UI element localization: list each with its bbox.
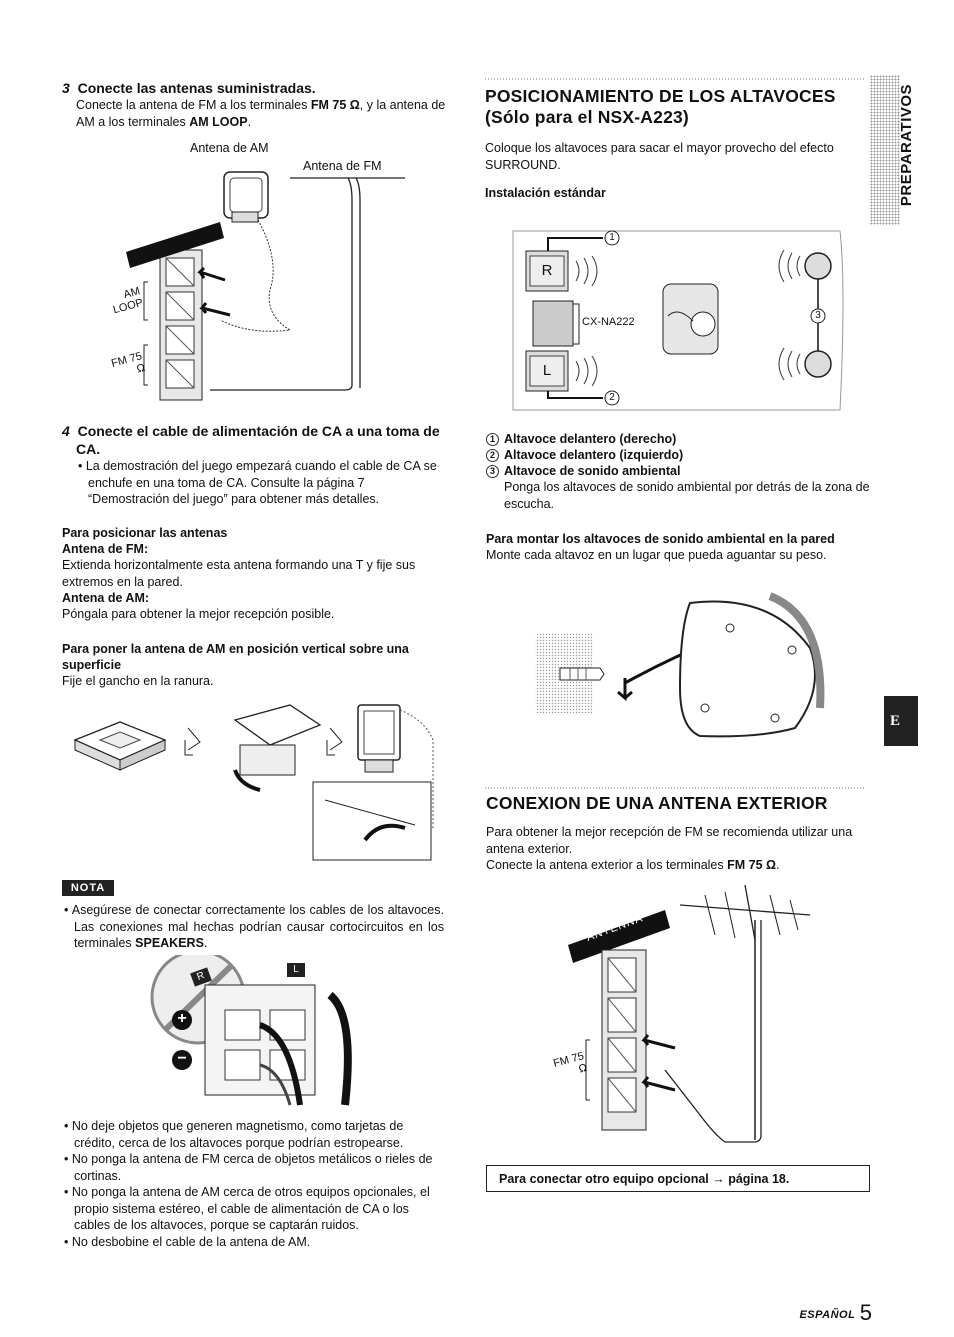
step-3-text: Conecte la antena de FM a los terminales… — [76, 97, 447, 130]
list-item: • No ponga la antena de AM cerca de otro… — [64, 1185, 430, 1232]
subheading: Antena de AM: — [62, 591, 150, 605]
paragraph: Conecte la antena exterior a los termina… — [486, 857, 876, 874]
position-antennas: Para posicionar las antenas Antena de FM… — [62, 525, 447, 623]
text: . — [776, 858, 780, 872]
step-title-text: Conecte las antenas suministradas. — [77, 80, 316, 96]
nota-paragraph: • Asegúrese de conectar correctamente lo… — [62, 902, 444, 952]
step-3-title: 3 Conecte las antenas suministradas. — [62, 79, 447, 97]
step-4-bullet: • La demostración del juego empezará cua… — [78, 459, 437, 506]
speaker-wiring-drawing — [150, 955, 352, 1106]
antenna-connection-figure: Antena de AM Antena de FM ANTENNA AM LOO… — [100, 140, 430, 410]
section-rule — [485, 787, 865, 789]
speaker-layout-figure: 1 2 3 R L CX-NA222 — [508, 226, 848, 412]
legend-item: 1 Altavoce delantero (derecho) — [486, 431, 871, 447]
outdoor-antenna-figure: ANTENNA FM 75 Ω — [540, 880, 830, 1150]
section-title: POSICIONAMIENTO DE LOS ALTAVOCES — [485, 86, 836, 106]
paragraph: Para obtener la mejor recepción de FM se… — [486, 825, 853, 856]
l-speaker-label: L — [542, 362, 552, 379]
legend-item: 3 Altavoce de sonido ambiental — [486, 463, 871, 479]
wall-mount-figure — [535, 592, 825, 738]
l-label: L — [287, 963, 305, 977]
footer-language: ESPAÑOL — [799, 1309, 856, 1321]
text: Conecte la antena de FM a los terminales — [76, 98, 311, 112]
legend-number: 2 — [486, 449, 499, 462]
step-title-text: Conecte el cable de alimentación de CA a… — [76, 423, 440, 457]
vertical-antenna: Para poner la antena de AM en posición v… — [62, 641, 447, 690]
speaker-number: 3 — [815, 310, 821, 321]
speaker-number: 1 — [609, 232, 615, 243]
step-number: 3 — [62, 80, 70, 96]
paragraph: Monte cada altavoz en un lugar que pueda… — [486, 548, 827, 562]
am-antenna-label: Antena de AM — [190, 141, 269, 155]
page-footer: ESPAÑOL 5 — [760, 1300, 872, 1326]
list-item: • No deje objetos que generen magnetismo… — [64, 1119, 404, 1150]
text: Conecte la antena exterior a los termina… — [486, 858, 728, 872]
text: . — [203, 936, 208, 950]
side-tab: PREPARATIVOS — [870, 75, 918, 225]
text: • Asegúrese de conectar correctamente lo… — [64, 903, 444, 950]
paragraph: Fije el gancho en la ranura. — [62, 674, 214, 688]
speaker-number: 2 — [609, 392, 615, 403]
subheading: Para posicionar las antenas — [62, 526, 228, 540]
note-text: Para conectar otro equipo opcional → pág… — [499, 1172, 790, 1186]
nota-badge: NOTA — [62, 880, 114, 896]
text: , y la antena de AM a los terminales — [76, 98, 446, 129]
legend-number: 1 — [486, 433, 499, 446]
wall-mount-section: Para montar los altavoces de sonido ambi… — [486, 531, 871, 564]
r-speaker-label: R — [541, 262, 553, 279]
section-title: CONEXION DE UNA ANTENA EXTERIOR — [486, 793, 828, 813]
step-4-title: 4 Conecte el cable de alimentación de CA… — [62, 422, 447, 458]
am-antenna-assembly-figure — [73, 704, 434, 861]
step-4: 4 Conecte el cable de alimentación de CA… — [62, 422, 447, 508]
step-3: 3 Conecte las antenas suministradas. Con… — [62, 79, 447, 130]
notes-list: • No deje objetos que generen magnetismo… — [62, 1118, 447, 1250]
legend-text: Altavoce delantero (derecho) — [504, 432, 677, 446]
legend-item: 2 Altavoce delantero (izquierdo) — [486, 447, 871, 463]
text-bold: FM 75 Ω — [310, 98, 360, 112]
antenna-connection-drawing — [126, 171, 405, 401]
page-number: 5 — [859, 1300, 872, 1325]
step-number: 4 — [62, 423, 70, 439]
minus-icon: − — [177, 1050, 187, 1067]
legend-number: 3 — [486, 465, 499, 478]
text: . — [247, 114, 252, 129]
list-item: • No ponga la antena de FM cerca de obje… — [64, 1152, 433, 1183]
paragraph: Coloque los altavoces para sacar el mayo… — [485, 141, 834, 172]
model-label: CX-NA222 — [582, 316, 635, 328]
section-rule — [485, 78, 865, 80]
speaker-positioning-section: POSICIONAMIENTO DE LOS ALTAVOCES (Sólo p… — [485, 86, 870, 201]
text-bold: SPEAKERS — [135, 936, 204, 950]
legend-text: Altavoce de sonido ambiental — [504, 464, 681, 478]
outdoor-antenna-section: CONEXION DE UNA ANTENA EXTERIOR Para obt… — [486, 793, 876, 874]
outdoor-antenna-drawing — [568, 884, 811, 1143]
subheading: Para poner la antena de AM en posición v… — [62, 642, 409, 672]
text-bold: AM LOOP — [189, 114, 248, 129]
paragraph: Póngala para obtener la mejor recepción … — [62, 607, 335, 621]
speaker-layout-drawing — [512, 230, 844, 411]
optional-equipment-note: Para conectar otro equipo opcional → pág… — [486, 1165, 870, 1192]
subheading: Instalación estándar — [485, 186, 606, 200]
speaker-wiring-figure: R L + − — [150, 955, 370, 1115]
subheading: Para montar los altavoces de sonido ambi… — [486, 532, 835, 546]
subheading: Antena de FM: — [62, 542, 149, 556]
text-bold: FM 75 Ω — [727, 858, 777, 872]
language-badge: E — [884, 696, 918, 746]
side-tab-label: PREPARATIVOS — [898, 83, 915, 207]
nota-bullet-1: • Asegúrese de conectar correctamente lo… — [62, 902, 444, 952]
side-tab-dots — [870, 75, 900, 225]
paragraph: Extienda horizontalmente esta antena for… — [62, 558, 416, 589]
section-subtitle: (Sólo para el NSX-A223) — [485, 107, 689, 127]
paragraph: Ponga los altavoces de sonido ambiental … — [504, 480, 870, 511]
plus-icon: + — [177, 1010, 187, 1027]
list-item: • No desbobine el cable de la antena de … — [64, 1234, 311, 1249]
fm-antenna-label: Antena de FM — [303, 159, 382, 173]
legend-text: Altavoce delantero (izquierdo) — [504, 448, 684, 462]
